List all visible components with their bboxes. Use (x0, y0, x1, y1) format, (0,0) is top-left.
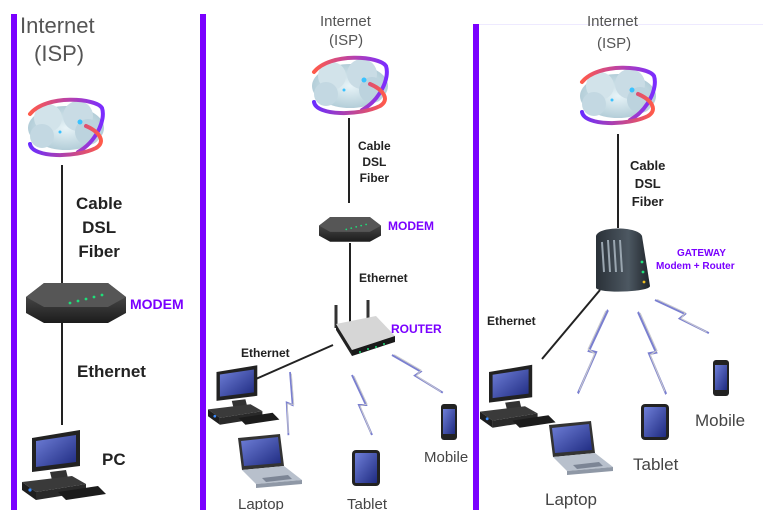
tablet-icon (352, 450, 380, 486)
tablet-icon (641, 404, 669, 440)
tablet-label: Tablet (633, 455, 679, 474)
isp-label: (ISP) (329, 32, 364, 49)
internet-cloud-icon (578, 65, 658, 126)
mobile-label: Mobile (424, 449, 469, 466)
media-dsl: DSL (82, 218, 117, 237)
wireless-signal-icon (391, 342, 444, 406)
panel-divider-right (473, 24, 479, 510)
panel-3 (480, 65, 729, 475)
ethernet-label: Ethernet (359, 271, 408, 285)
panel-1 (22, 97, 126, 500)
router-icon (334, 300, 395, 356)
diagram-graphics (22, 55, 729, 500)
media-cable: Cable (76, 194, 123, 213)
isp-label: (ISP) (34, 41, 85, 66)
mobile-icon (713, 360, 729, 396)
panel-divider-left (11, 14, 17, 510)
panel-2 (208, 55, 457, 488)
mobile-icon (441, 404, 457, 440)
tablet-label: Tablet (347, 496, 388, 510)
media-dsl: DSL (634, 176, 661, 191)
wireless-signal-icon (270, 371, 308, 437)
wireless-signal-icon (576, 303, 610, 401)
laptop-label: Laptop (545, 490, 597, 509)
internet-label: Internet (320, 13, 371, 30)
laptop-icon (238, 434, 302, 488)
pc-icon (480, 364, 556, 428)
media-dsl: DSL (362, 155, 387, 169)
pc-icon (22, 430, 106, 500)
internet-cloud-icon (310, 55, 390, 116)
gateway-sublabel: Modem + Router (656, 261, 735, 272)
wireless-signal-icon (636, 306, 668, 400)
internet-label: Internet (20, 13, 95, 38)
modem-label: MODEM (388, 219, 434, 233)
wireless-signal-icon (351, 374, 373, 436)
laptop-icon (549, 421, 613, 475)
panel-top-edge (479, 24, 763, 25)
media-fiber: Fiber (631, 194, 664, 209)
laptop-label: Laptop (238, 496, 284, 510)
wireless-signal-icon (654, 286, 710, 347)
pc-label: PC (102, 450, 126, 469)
panel-divider-middle (200, 14, 206, 510)
media-fiber: Fiber (78, 242, 120, 261)
modem-icon (319, 217, 381, 242)
media-list: Cable DSL Fiber (630, 157, 665, 211)
network-diagram: Internet (ISP) Cable DSL Fiber MODEM Eth… (11, 13, 763, 510)
modem-icon (26, 283, 126, 323)
router-label: ROUTER (391, 322, 442, 336)
internet-cloud-icon (26, 97, 106, 158)
media-list: Cable DSL Fiber (76, 192, 122, 264)
media-fiber: Fiber (359, 171, 390, 185)
ethernet-label: Ethernet (77, 362, 146, 381)
gateway-icon (596, 228, 650, 292)
ethernet-link (541, 289, 601, 360)
media-cable: Cable (358, 139, 391, 153)
ethernet-label: Ethernet (241, 346, 290, 360)
ethernet-label: Ethernet (487, 314, 536, 328)
modem-label: MODEM (130, 296, 184, 312)
internet-label: Internet (587, 13, 638, 30)
mobile-label: Mobile (695, 411, 746, 430)
media-list: Cable DSL Fiber (358, 138, 391, 186)
media-cable: Cable (630, 158, 666, 173)
isp-label: (ISP) (597, 35, 632, 52)
gateway-label: GATEWAY (677, 248, 726, 259)
